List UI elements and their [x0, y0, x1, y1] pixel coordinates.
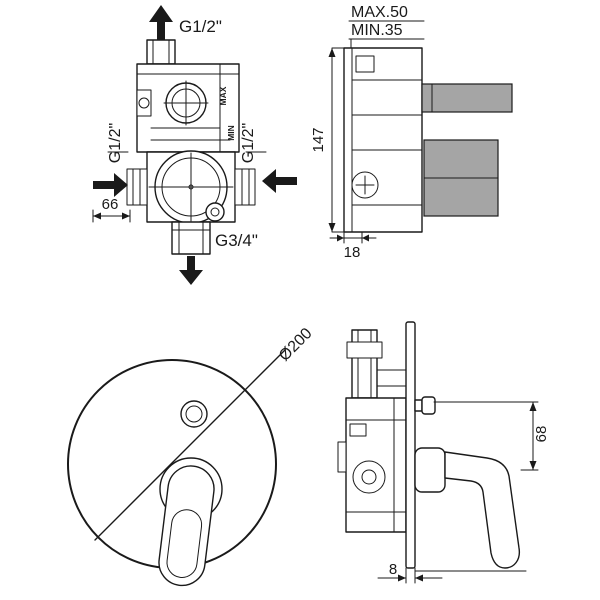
mixer-handle-side [414, 447, 521, 569]
min-depth-underline [348, 38, 425, 49]
bottom-outlet-pipe [171, 221, 211, 255]
trim-front-view: Ø200 [67, 325, 316, 587]
valve-body-lower [126, 150, 256, 224]
diverter-button [180, 400, 208, 428]
max-marking: MAX [218, 86, 228, 105]
valve-body-side [343, 47, 423, 233]
min-marking: MIN [226, 125, 236, 141]
height-dimension: 147 [310, 47, 347, 233]
top-port-label: G1/2" [179, 17, 222, 36]
wall-plate-side [405, 321, 416, 569]
spacing-dim-text: 68 [533, 426, 550, 443]
left-port-label: G1/2" [107, 123, 124, 163]
diverter-knob-side [414, 396, 436, 415]
mixer-handle-front [158, 457, 223, 587]
rough-in-front-view: G1/2" MAX MIN [92, 5, 297, 285]
top-outlet-pipe [146, 39, 176, 65]
handle-protection-cover [421, 83, 513, 113]
height-dim-text: 147 [310, 127, 327, 152]
diameter-line [94, 349, 286, 541]
right-port-label: G1/2" [240, 123, 257, 163]
flow-arrow-up-icon [149, 5, 173, 40]
plate-thickness-dim-text: 8 [389, 561, 397, 578]
valve-body-behind-wall [337, 329, 407, 533]
plate-thickness-dimension: 8 [377, 561, 443, 584]
trim-side-view: 68 8 [337, 321, 550, 584]
rough-in-side-view: MAX.50 MIN.35 147 18 [310, 4, 513, 261]
width-dim-text: 66 [102, 196, 119, 213]
bottom-port-label: G3/4" [215, 231, 258, 250]
flow-arrow-left-inlet-icon [93, 173, 128, 197]
depth-dimension: 18 [329, 231, 377, 261]
plate-diameter-label: Ø200 [276, 325, 316, 365]
max-depth-label: MAX.50 [351, 4, 408, 21]
width-dimension: 66 [92, 196, 131, 223]
valve-body-upper: MAX MIN [136, 63, 240, 153]
flow-arrow-down-icon [179, 256, 203, 285]
depth-dim-text: 18 [344, 244, 361, 261]
min-depth-label: MIN.35 [351, 22, 403, 39]
flow-arrow-right-inlet-icon [262, 169, 297, 193]
spacing-dimension: 68 [433, 401, 550, 471]
